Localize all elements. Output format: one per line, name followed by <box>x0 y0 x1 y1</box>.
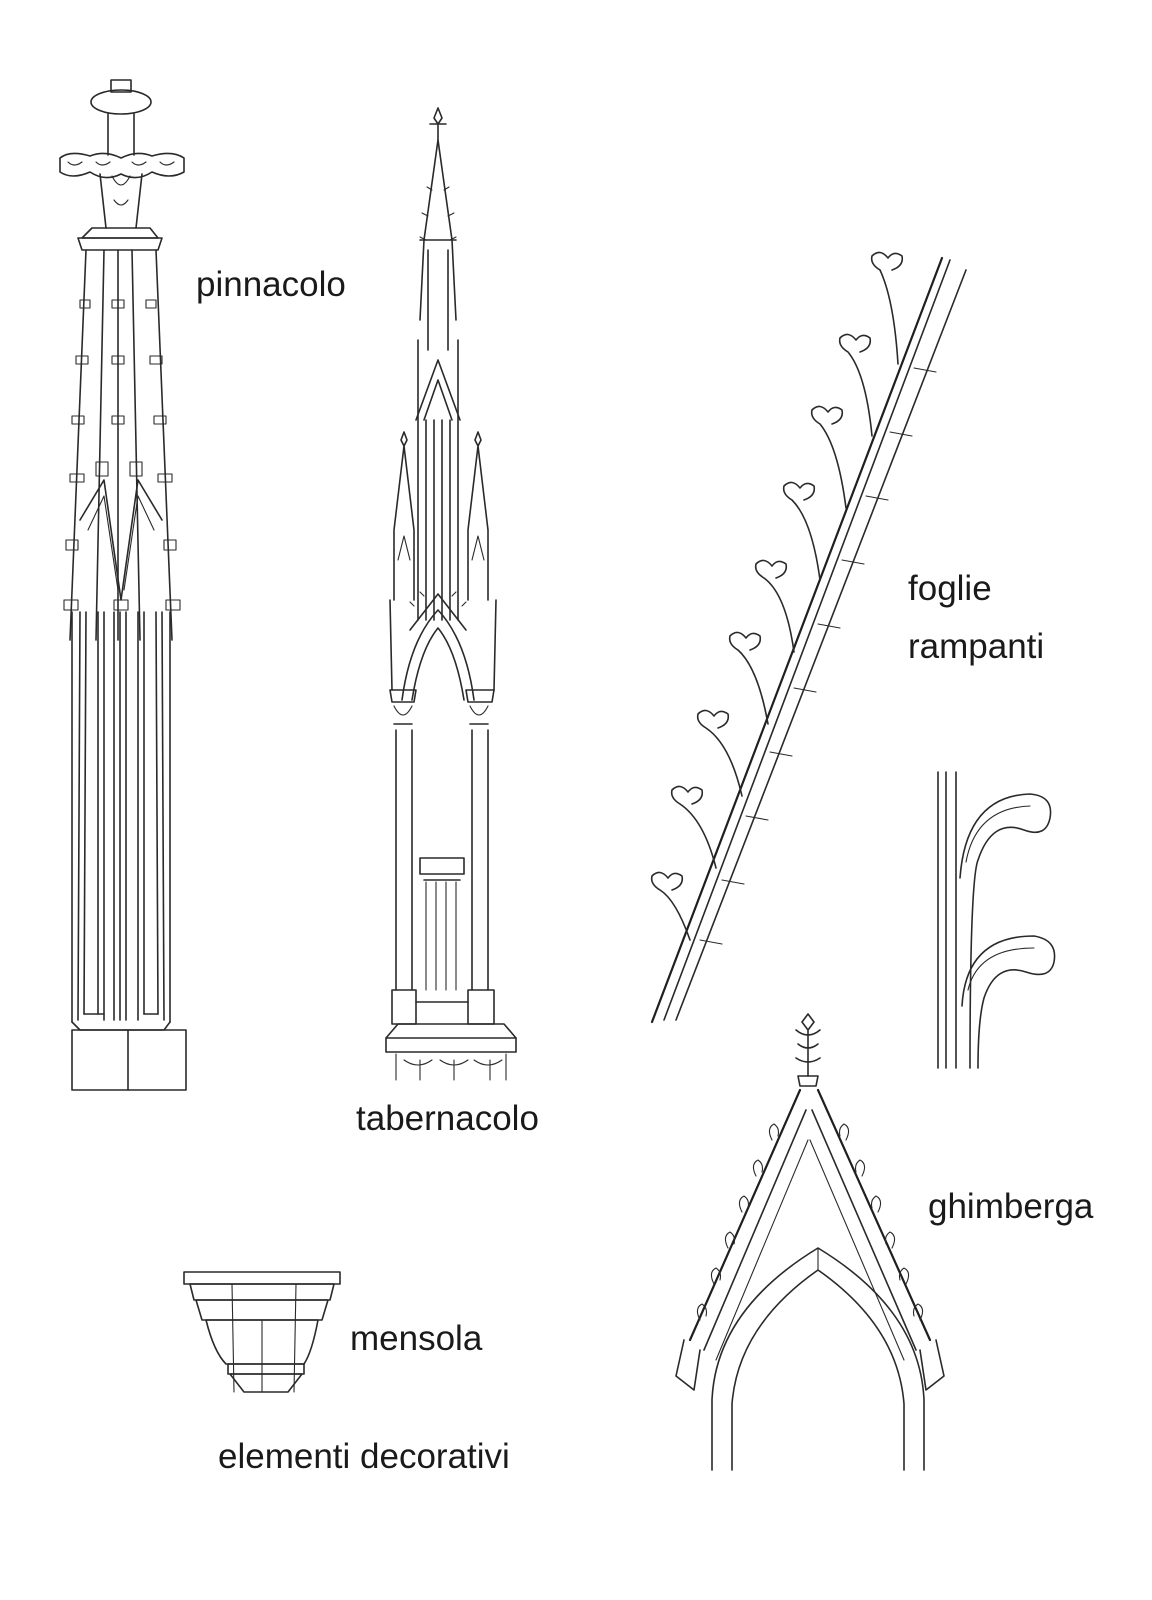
foglie-rampanti-drawing <box>650 251 967 1024</box>
tabernacolo-drawing <box>385 107 517 1081</box>
pinnacolo-drawing <box>59 79 187 1091</box>
foglie-label-line2: rampanti <box>908 627 1044 666</box>
mensola-label: mensola <box>350 1319 483 1358</box>
ghimberga-label: ghimberga <box>928 1187 1094 1226</box>
sheet-caption: elementi decorativi <box>218 1437 510 1476</box>
ghimberga-drawing <box>675 1013 945 1471</box>
foglie-label-line1: foglie <box>908 569 992 608</box>
pinnacolo-label: pinnacolo <box>196 265 346 304</box>
tabernacolo-label: tabernacolo <box>356 1099 539 1138</box>
crocket-detail-drawing <box>937 771 1056 1069</box>
mensola-drawing <box>183 1271 341 1393</box>
